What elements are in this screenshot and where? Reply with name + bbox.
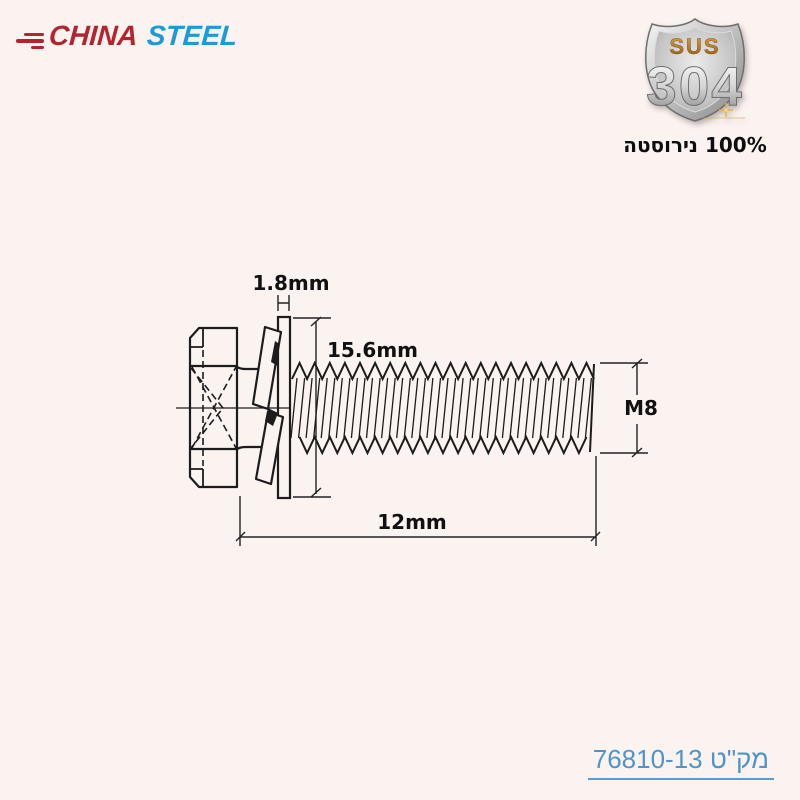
- dim-thread-size-lines: [600, 358, 648, 458]
- dim-thread-size-label: M8: [624, 396, 658, 420]
- dimension-lines: [235, 295, 648, 546]
- shield-icon: SUS 304: [645, 18, 745, 122]
- dim-length-label: 12mm: [377, 510, 447, 534]
- phillips-recess-hidden-lines: [190, 350, 237, 466]
- dim-washer-thickness-label: 1.8mm: [252, 271, 329, 295]
- speed-lines-icon: [14, 32, 44, 50]
- sus304-badge: SUS 304 100% נירוסטה: [620, 12, 770, 157]
- dim-washer-diameter-label: 15.6mm: [327, 338, 418, 362]
- brand-logo: CHINA STEEL: [14, 20, 238, 52]
- dim-length-lines: [235, 456, 601, 546]
- shield-inner: [653, 26, 737, 113]
- threaded-shaft: [290, 360, 595, 456]
- spring-washer: [251, 325, 285, 486]
- badge-caption: 100% נירוסטה: [623, 133, 767, 157]
- dim-washer-thickness-lines: [277, 295, 290, 311]
- sku-link[interactable]: מק"ט 76810-13: [587, 744, 774, 780]
- dim-washer-diameter-lines: [293, 316, 331, 498]
- sparkle-icon: [703, 103, 745, 119]
- badge-material-text: SUS: [669, 34, 720, 59]
